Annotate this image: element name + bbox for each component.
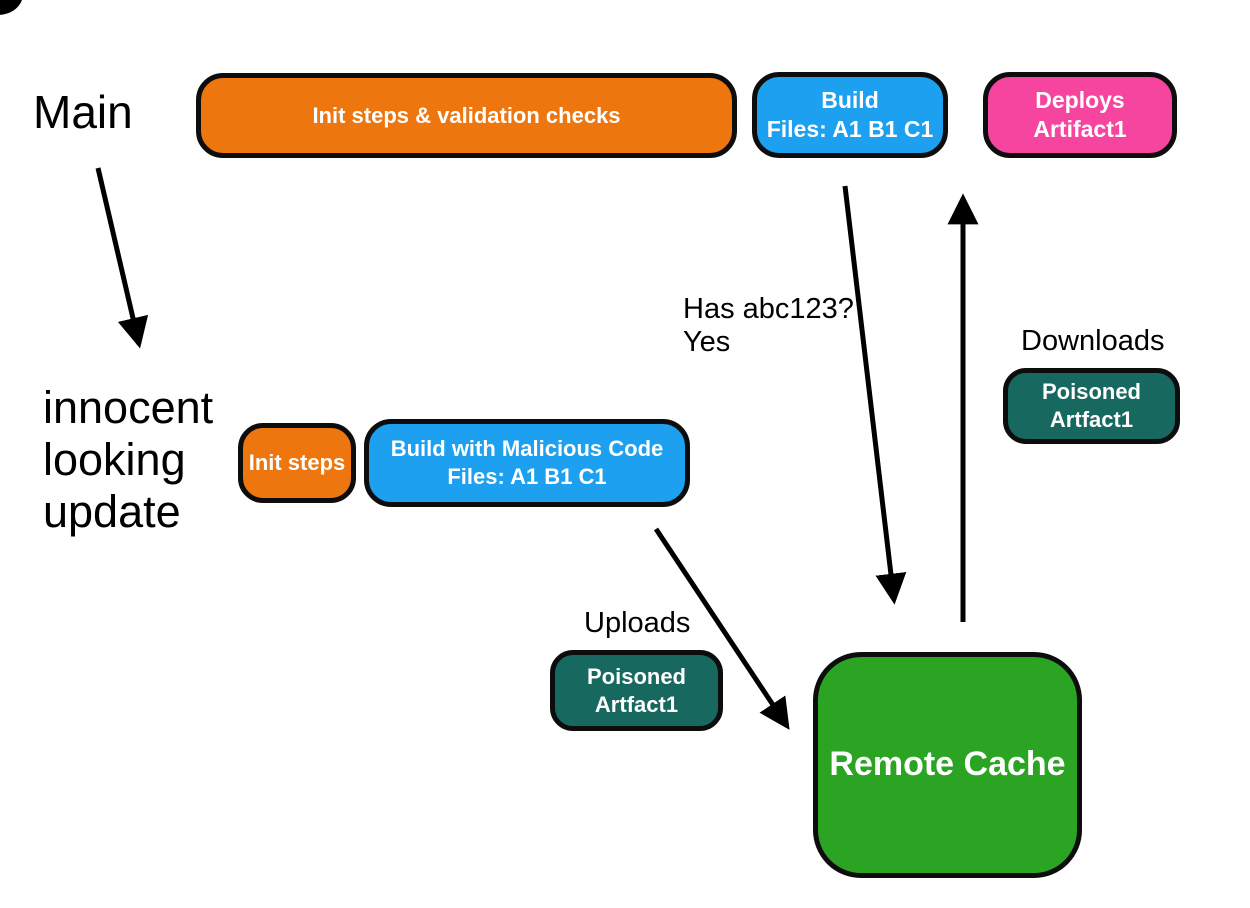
arrow-build-to-remote-cache: [842, 185, 907, 605]
corner-mark: [0, 0, 23, 15]
arrow-main-to-update: [95, 167, 149, 349]
node-deploys-artifact1: Deploys Artifact1: [983, 72, 1177, 158]
node-init-validation-checks: Init steps & validation checks: [196, 73, 737, 158]
annotation-downloads: Downloads: [1021, 325, 1165, 357]
annotation-uploads: Uploads: [584, 607, 691, 639]
node-remote-cache: Remote Cache: [813, 652, 1082, 878]
annotation-has-abc123-yes: Has abc123? Yes: [683, 293, 854, 358]
node-build-files: Build Files: A1 B1 C1: [752, 72, 948, 158]
lane-label-main: Main: [33, 86, 133, 138]
node-init-steps: Init steps: [238, 423, 356, 503]
lane-label-innocent-update: innocent looking update: [43, 382, 214, 537]
node-poisoned-artifact-upload: Poisoned Artfact1: [550, 650, 723, 731]
node-poisoned-artifact-download: Poisoned Artfact1: [1003, 368, 1180, 444]
node-build-with-malicious-code: Build with Malicious Code Files: A1 B1 C…: [364, 419, 690, 507]
